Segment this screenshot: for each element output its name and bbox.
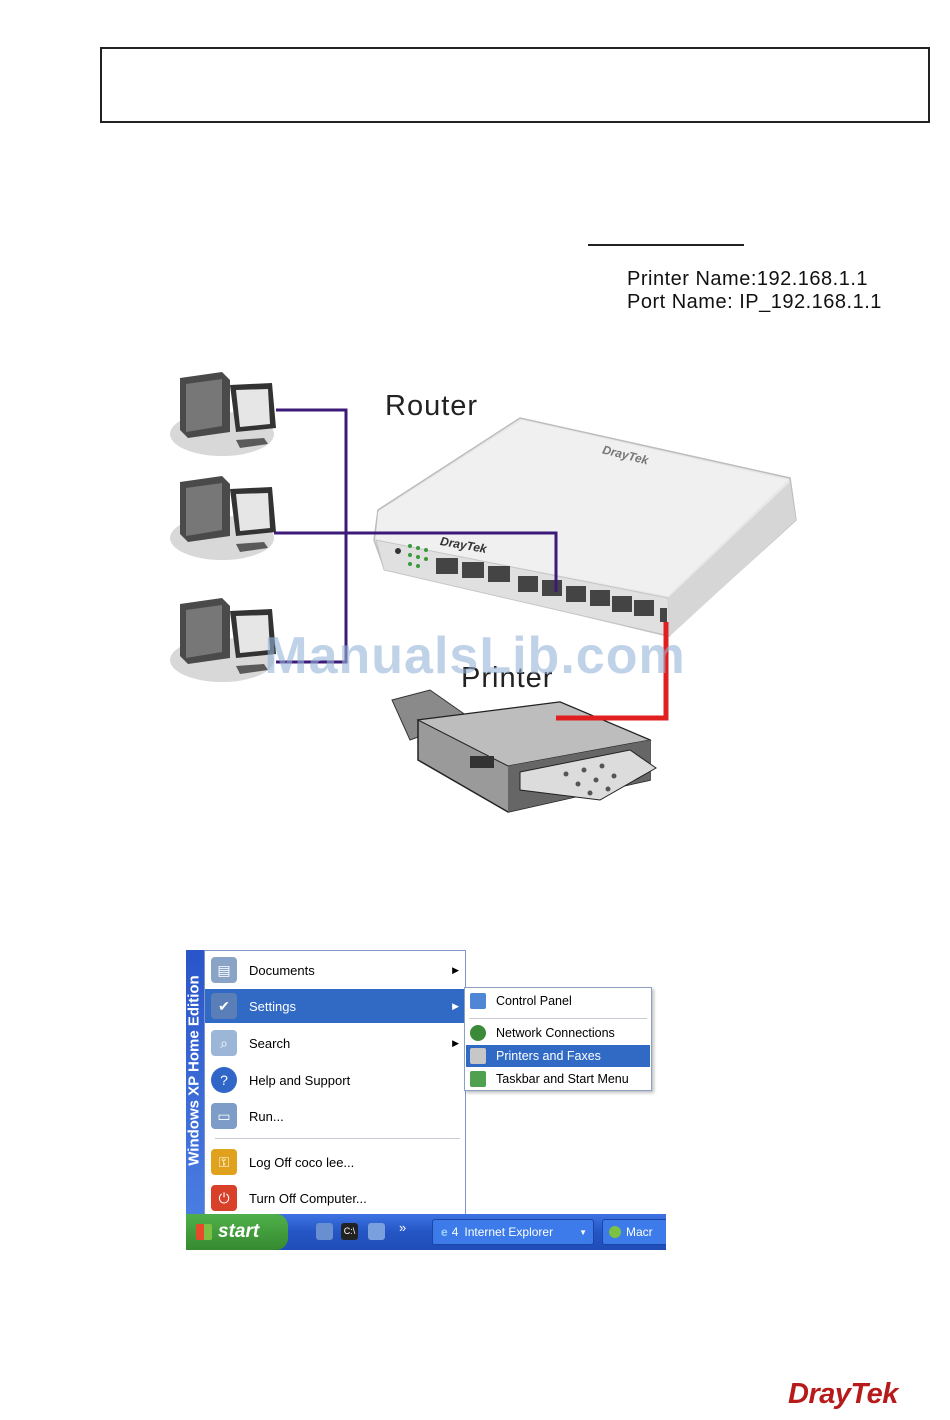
- menu-item-settings[interactable]: ✔ Settings ▶: [205, 989, 465, 1023]
- printer-label: Printer: [461, 662, 554, 694]
- printer-icon: [470, 1048, 486, 1064]
- submenu-arrow-icon: ▶: [452, 964, 459, 975]
- overflow-chevron-icon[interactable]: »: [399, 1220, 407, 1235]
- control-panel-icon: [470, 993, 486, 1009]
- start-menu-panel: ▤ Documents ▶ ✔ Settings ▶ ⌕ Search ▶ ? …: [204, 950, 466, 1216]
- ie-count: 4: [451, 1225, 459, 1239]
- menu-item-log-off[interactable]: ⚿ Log Off coco lee...: [205, 1145, 465, 1179]
- printer-name-note: Printer Name:192.168.1.1: [627, 268, 869, 290]
- search-icon: ⌕: [211, 1030, 237, 1056]
- submenu-item-control-panel[interactable]: Control Panel: [466, 990, 650, 1012]
- draytek-logo: DrayTek: [788, 1378, 898, 1410]
- computer-2: [170, 476, 276, 560]
- start-button[interactable]: start: [186, 1214, 288, 1250]
- menu-item-documents[interactable]: ▤ Documents ▶: [205, 953, 465, 987]
- menu-item-turn-off[interactable]: ⏻ Turn Off Computer...: [205, 1181, 465, 1215]
- ie-label: Internet Explorer: [464, 1225, 554, 1239]
- submenu-item-label: Printers and Faxes: [496, 1049, 601, 1063]
- submenu-item-label: Taskbar and Start Menu: [496, 1072, 629, 1086]
- logoff-icon: ⚿: [211, 1149, 237, 1175]
- menu-item-search[interactable]: ⌕ Search ▶: [205, 1026, 465, 1060]
- port-name-note: Port Name: IP_192.168.1.1: [627, 291, 882, 313]
- computer-3: [170, 598, 276, 682]
- start-label: start: [218, 1221, 260, 1242]
- menu-item-label: Run...: [249, 1108, 284, 1124]
- menu-item-help[interactable]: ? Help and Support: [205, 1063, 465, 1097]
- dropdown-arrow-icon: ▼: [579, 1227, 587, 1237]
- task-label: Macr: [626, 1225, 653, 1239]
- submenu-item-printers-and-faxes[interactable]: Printers and Faxes: [466, 1045, 650, 1067]
- command-prompt-icon[interactable]: C:\: [341, 1223, 358, 1240]
- desktop-quicklaunch-icon[interactable]: [316, 1223, 333, 1240]
- submenu-item-network-connections[interactable]: Network Connections: [466, 1022, 650, 1044]
- taskbar: start C:\ » e 4 Internet Explorer ▼ Macr: [186, 1214, 666, 1250]
- run-icon: ▭: [211, 1103, 237, 1129]
- menu-item-label: Help and Support: [249, 1072, 351, 1088]
- submenu-item-label: Network Connections: [496, 1026, 615, 1040]
- task-macromedia[interactable]: Macr: [602, 1219, 666, 1245]
- network-icon: [470, 1025, 486, 1041]
- documents-icon: ▤: [211, 957, 237, 983]
- menu-separator: [215, 1138, 460, 1139]
- settings-submenu: Control Panel Network Connections Printe…: [464, 987, 652, 1091]
- submenu-item-taskbar[interactable]: Taskbar and Start Menu: [466, 1068, 650, 1090]
- quicklaunch-app-icon[interactable]: [368, 1223, 385, 1240]
- power-icon: ⏻: [211, 1185, 237, 1211]
- lan-cable-1: [276, 408, 348, 664]
- menu-item-label: Search: [249, 1035, 291, 1051]
- menu-item-label: Settings: [249, 998, 296, 1014]
- printer: [391, 689, 657, 813]
- header-box: [100, 47, 930, 123]
- ie-icon: e: [441, 1225, 448, 1239]
- router-label: Router: [385, 390, 479, 422]
- windows-flag-icon: [196, 1224, 212, 1240]
- underline-rule: [588, 244, 744, 246]
- lan-cable-2: [274, 531, 558, 592]
- menu-item-label: Log Off coco lee...: [249, 1154, 355, 1170]
- watermark: ManualsLib.com: [264, 627, 686, 685]
- menu-item-label: Documents: [249, 962, 315, 978]
- taskbar-icon: [470, 1071, 486, 1087]
- usb-cable: [556, 622, 669, 721]
- submenu-item-label: Control Panel: [496, 994, 572, 1008]
- computer-1: [170, 372, 276, 456]
- start-menu-side-banner: Windows XP Home Edition: [186, 950, 204, 1216]
- xp-start-menu: Windows XP Home Edition ▤ Documents ▶ ✔ …: [186, 950, 666, 1250]
- router: [373, 417, 797, 637]
- submenu-separator: [469, 1018, 647, 1019]
- app-icon: [609, 1226, 621, 1238]
- help-icon: ?: [211, 1067, 237, 1093]
- submenu-arrow-icon: ▶: [452, 1037, 459, 1048]
- side-banner-text: Windows XP Home Edition: [185, 975, 203, 1166]
- task-internet-explorer[interactable]: e 4 Internet Explorer ▼: [432, 1219, 594, 1245]
- settings-icon: ✔: [211, 993, 237, 1019]
- menu-item-run[interactable]: ▭ Run...: [205, 1099, 465, 1133]
- network-diagram: [170, 372, 797, 813]
- submenu-arrow-icon: ▶: [452, 1000, 459, 1011]
- menu-item-label: Turn Off Computer...: [249, 1190, 367, 1206]
